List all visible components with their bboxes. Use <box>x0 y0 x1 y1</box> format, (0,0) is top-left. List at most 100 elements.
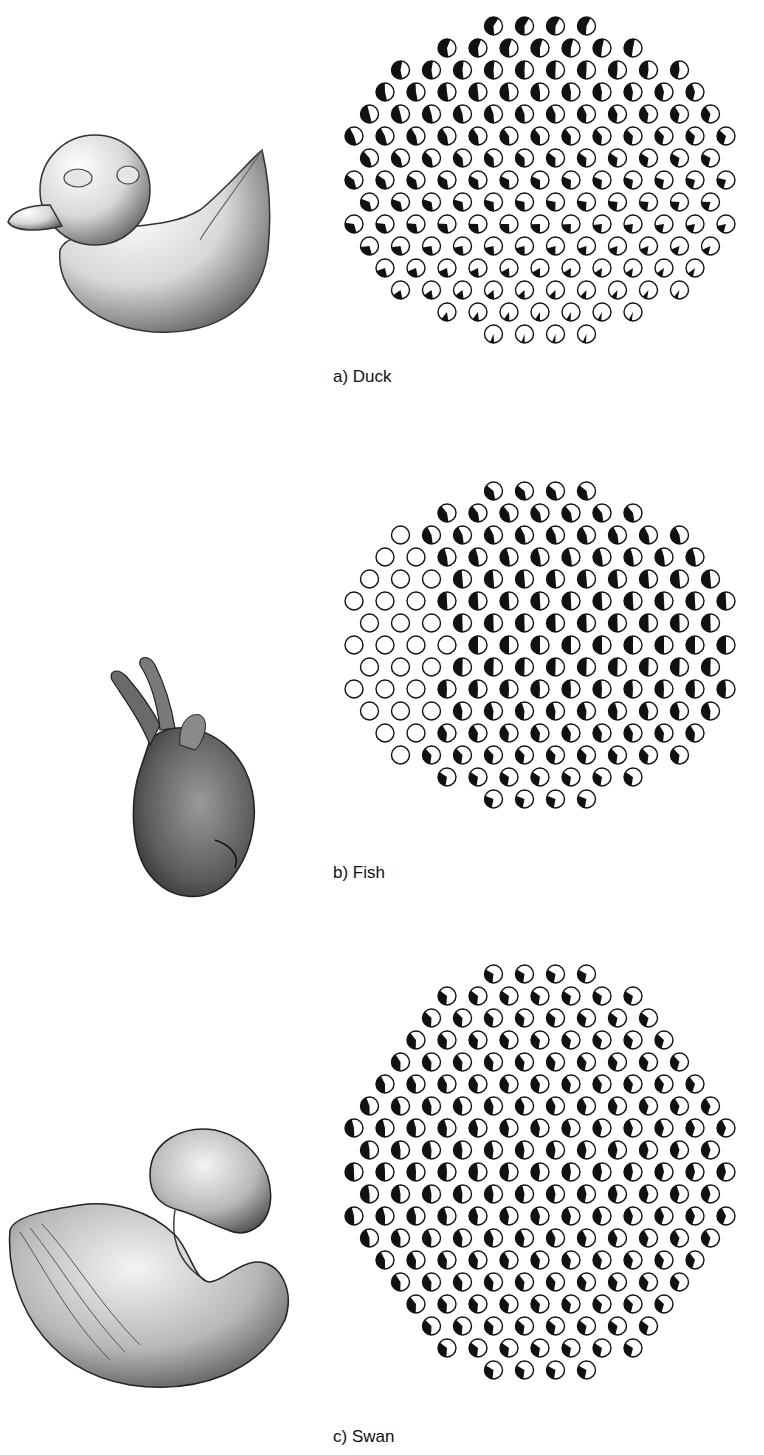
orientation-cell <box>438 636 456 654</box>
cell-outline <box>686 636 704 654</box>
cell-wedge <box>655 1298 664 1313</box>
cell-wedge <box>376 175 387 189</box>
orientation-cell <box>593 39 611 57</box>
orientation-cell <box>516 1097 534 1115</box>
orientation-cell <box>531 636 549 654</box>
orientation-cell <box>702 1185 720 1203</box>
orientation-cell <box>531 768 549 786</box>
cell-outline <box>562 83 580 101</box>
cell-outline <box>469 548 487 566</box>
cell-wedge <box>578 1275 587 1291</box>
orientation-cell <box>593 1075 611 1093</box>
cell-wedge <box>562 548 572 566</box>
cell-wedge <box>702 1098 711 1114</box>
orientation-cell <box>500 987 518 1005</box>
cell-wedge <box>547 17 560 35</box>
cell-wedge <box>422 1012 431 1027</box>
cell-wedge <box>593 177 602 189</box>
cell-wedge <box>624 1298 633 1313</box>
cell-wedge <box>484 527 494 544</box>
orientation-cell <box>655 592 673 610</box>
cell-outline <box>593 1031 611 1049</box>
cell-wedge <box>609 1141 618 1158</box>
cell-wedge <box>624 991 633 1004</box>
cell-outline <box>655 171 673 189</box>
cell-wedge <box>717 178 726 189</box>
orientation-cell <box>407 680 425 698</box>
cell-outline <box>376 83 394 101</box>
cell-outline <box>376 724 394 742</box>
cell-wedge <box>469 224 479 233</box>
cell-wedge <box>531 991 540 1005</box>
orientation-cell <box>578 702 596 720</box>
cell-outline <box>593 724 611 742</box>
cell-wedge <box>624 772 633 786</box>
orientation-cell <box>485 149 503 167</box>
orientation-cell <box>686 83 704 101</box>
orientation-cell <box>407 259 425 277</box>
cell-wedge <box>360 1098 369 1115</box>
cell-outline <box>485 790 503 808</box>
cell-outline <box>454 1009 472 1027</box>
orientation-cell <box>670 658 688 676</box>
orientation-cell <box>655 1251 673 1269</box>
cell-outline <box>593 1163 611 1181</box>
orientation-cell <box>578 193 596 211</box>
cell-wedge <box>392 246 403 255</box>
cell-outline <box>516 61 534 79</box>
cell-wedge <box>640 748 649 763</box>
orientation-cell <box>361 1185 379 1203</box>
cell-outline <box>593 1075 611 1093</box>
cell-wedge <box>655 1163 664 1180</box>
orientation-cell <box>407 83 425 101</box>
cell-outline <box>671 105 689 123</box>
cell-wedge <box>577 658 586 676</box>
cell-outline <box>578 1009 596 1027</box>
orientation-cell <box>686 215 704 233</box>
cell-wedge <box>578 1320 587 1334</box>
orientation-cell <box>500 1119 518 1137</box>
cell-outline <box>361 105 379 123</box>
cell-outline <box>547 17 565 35</box>
cell-outline <box>531 1207 549 1225</box>
cell-outline <box>407 259 425 277</box>
orientation-cell <box>547 17 565 35</box>
orientation-cell <box>701 570 719 588</box>
orientation-cell <box>717 215 735 233</box>
orientation-cell <box>438 592 456 610</box>
orientation-cell <box>516 325 534 343</box>
cell-outline <box>392 281 410 299</box>
cell-outline <box>438 171 456 189</box>
cell-wedge <box>535 312 540 321</box>
cell-outline <box>531 1075 549 1093</box>
cell-outline <box>469 1031 487 1049</box>
orientation-cell <box>624 83 642 101</box>
cell-outline <box>671 61 689 79</box>
orientation-cell <box>469 1163 487 1181</box>
panel-caption: b) Fish <box>333 864 385 883</box>
cell-wedge <box>500 129 509 145</box>
orientation-cell <box>500 636 518 654</box>
cell-outline <box>702 237 720 255</box>
cell-outline <box>516 1273 534 1291</box>
cell-wedge <box>453 1141 462 1159</box>
cell-outline <box>392 526 410 544</box>
cell-wedge <box>549 290 556 299</box>
orientation-cell <box>702 1229 720 1247</box>
orientation-cell <box>423 570 441 588</box>
cell-wedge <box>546 614 555 632</box>
orientation-cell <box>515 658 533 676</box>
orientation-cell <box>624 1163 642 1181</box>
cell-wedge <box>624 1077 633 1093</box>
orientation-cell <box>577 965 595 983</box>
cell-wedge <box>531 636 540 654</box>
cell-outline <box>392 193 410 211</box>
cell-outline <box>454 1317 472 1335</box>
orientation-cell <box>500 548 518 566</box>
cell-wedge <box>624 1120 633 1137</box>
orientation-cell <box>484 614 502 632</box>
orientation-cell <box>500 215 518 233</box>
cell-outline <box>454 1141 472 1159</box>
cell-wedge <box>515 1275 524 1291</box>
orientation-cell <box>376 171 394 189</box>
